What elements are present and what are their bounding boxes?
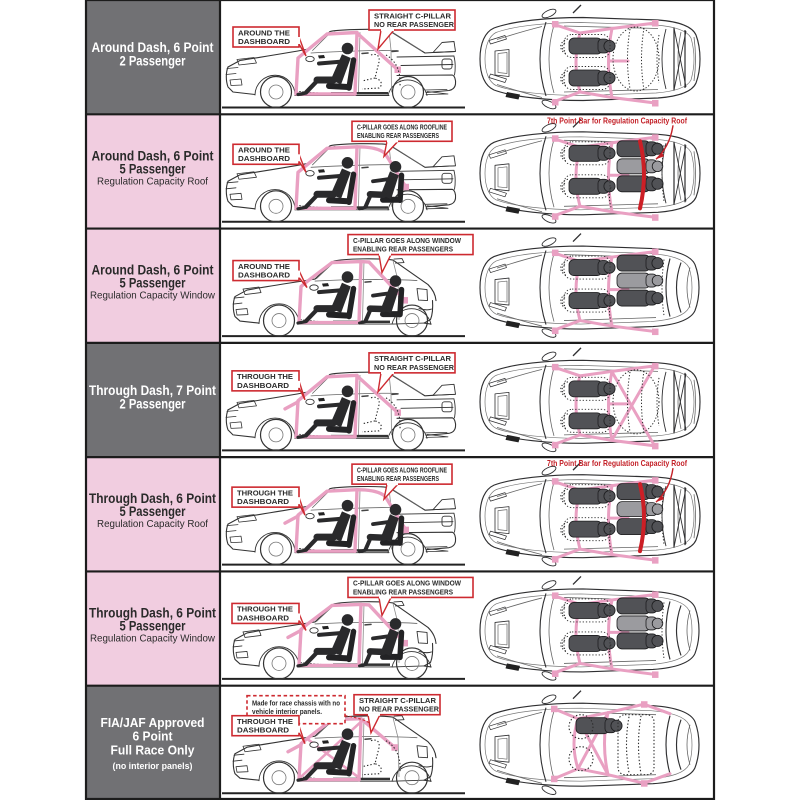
svg-text:Around Dash, 6 Point: Around Dash, 6 Point (92, 263, 214, 278)
svg-text:5 Passenger: 5 Passenger (120, 504, 187, 519)
svg-text:NO REAR PASSENGER: NO REAR PASSENGER (374, 20, 455, 29)
svg-text:2 Passenger: 2 Passenger (120, 396, 187, 411)
svg-text:NO REAR PASSENGER: NO REAR PASSENGER (359, 705, 440, 714)
svg-text:5 Passenger: 5 Passenger (120, 276, 187, 291)
svg-text:6 Point: 6 Point (133, 729, 174, 744)
svg-text:ENABLING REAR PASSENGERS: ENABLING REAR PASSENGERS (357, 131, 439, 140)
svg-text:THROUGH THE: THROUGH THE (237, 605, 293, 614)
svg-text:5 Passenger: 5 Passenger (120, 618, 187, 633)
svg-text:AROUND THE: AROUND THE (238, 28, 290, 37)
svg-text:THROUGH THE: THROUGH THE (237, 717, 293, 726)
svg-text:DASHBOARD: DASHBOARD (237, 726, 289, 735)
svg-text:ENABLING REAR PASSENGERS: ENABLING REAR PASSENGERS (357, 474, 439, 483)
svg-text:(no interior panels): (no interior panels) (113, 761, 193, 772)
svg-text:DASHBOARD: DASHBOARD (237, 613, 289, 622)
svg-text:Around Dash, 6 Point: Around Dash, 6 Point (92, 148, 214, 163)
svg-text:THROUGH THE: THROUGH THE (237, 372, 293, 381)
svg-text:AROUND THE: AROUND THE (238, 146, 290, 155)
svg-text:Made for race chassis with no: Made for race chassis with no (252, 701, 340, 708)
svg-text:Through Dash, 6 Point: Through Dash, 6 Point (89, 491, 216, 506)
svg-text:7th Point Bar for Regulation C: 7th Point Bar for Regulation Capacity Ro… (547, 459, 687, 468)
svg-text:ENABLING REAR PASSENGERS: ENABLING REAR PASSENGERS (353, 244, 453, 253)
svg-text:NO REAR PASSENGER: NO REAR PASSENGER (374, 363, 455, 372)
svg-text:Regulation Capacity Window: Regulation Capacity Window (90, 633, 216, 644)
svg-text:C-PILLAR GOES ALONG WINDOW: C-PILLAR GOES ALONG WINDOW (353, 236, 461, 245)
svg-text:DASHBOARD: DASHBOARD (238, 154, 290, 163)
svg-text:DASHBOARD: DASHBOARD (238, 37, 290, 46)
svg-text:STRAIGHT C-PILLAR: STRAIGHT C-PILLAR (374, 11, 452, 20)
svg-text:FIA/JAF Approved: FIA/JAF Approved (101, 715, 205, 730)
svg-text:C-PILLAR GOES ALONG ROOFLINE: C-PILLAR GOES ALONG ROOFLINE (357, 123, 447, 132)
svg-text:ENABLING REAR PASSENGERS: ENABLING REAR PASSENGERS (353, 587, 453, 596)
svg-text:C-PILLAR GOES ALONG ROOFLINE: C-PILLAR GOES ALONG ROOFLINE (357, 465, 447, 474)
svg-text:Regulation Capacity Window: Regulation Capacity Window (90, 291, 216, 302)
svg-text:Regulation Capacity Roof: Regulation Capacity Roof (97, 176, 208, 187)
svg-text:vehicle interior panels.: vehicle interior panels. (252, 709, 322, 716)
svg-text:THROUGH THE: THROUGH THE (237, 488, 293, 497)
svg-text:DASHBOARD: DASHBOARD (238, 270, 290, 279)
svg-text:Regulation Capacity Roof: Regulation Capacity Roof (97, 519, 208, 530)
svg-text:C-PILLAR GOES ALONG WINDOW: C-PILLAR GOES ALONG WINDOW (353, 579, 461, 588)
svg-text:7th Point Bar for Regulation C: 7th Point Bar for Regulation Capacity Ro… (547, 116, 687, 125)
svg-text:STRAIGHT C-PILLAR: STRAIGHT C-PILLAR (359, 696, 437, 705)
svg-text:Full Race Only: Full Race Only (111, 743, 196, 758)
svg-text:DASHBOARD: DASHBOARD (237, 381, 289, 390)
svg-text:AROUND THE: AROUND THE (238, 262, 290, 271)
svg-text:2 Passenger: 2 Passenger (120, 54, 187, 69)
svg-text:STRAIGHT C-PILLAR: STRAIGHT C-PILLAR (374, 354, 452, 363)
svg-text:Through Dash, 7 Point: Through Dash, 7 Point (89, 383, 216, 398)
svg-text:Around Dash, 6 Point: Around Dash, 6 Point (92, 40, 214, 55)
svg-text:DASHBOARD: DASHBOARD (237, 497, 289, 506)
svg-text:Through Dash, 6 Point: Through Dash, 6 Point (89, 605, 216, 620)
svg-text:5 Passenger: 5 Passenger (120, 161, 187, 176)
